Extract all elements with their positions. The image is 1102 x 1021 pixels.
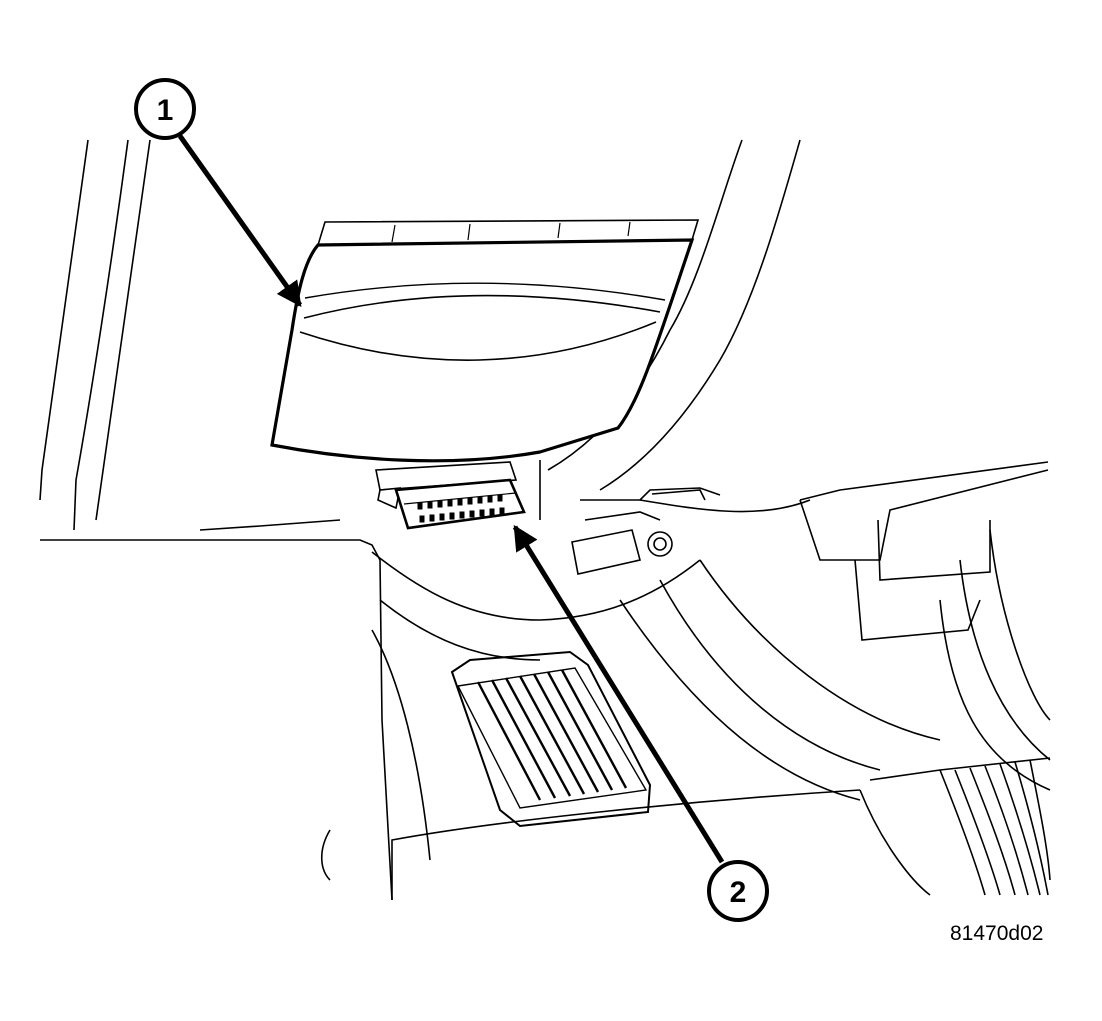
callout-2-circle: [707, 860, 769, 922]
pedal-grooves: [476, 669, 628, 801]
callout-1-leader: [177, 134, 303, 308]
diagnostic-connector: [375, 461, 526, 530]
connector-pins: [417, 494, 505, 523]
floor-console: [371, 461, 1051, 900]
diagnostic-cover: [270, 219, 700, 463]
callout-1-circle: [134, 78, 196, 140]
callout-1-number: 1: [157, 94, 174, 127]
retaining-clip: [571, 489, 706, 575]
callout-leaders: [177, 134, 725, 864]
callout-2-leader: [512, 524, 725, 864]
callout-1: 1: [134, 78, 196, 140]
ribbed-boot: [859, 757, 1051, 896]
left-trim-panel: [39, 139, 393, 901]
accelerator-pedal: [450, 650, 652, 828]
callout-2-number: 2: [730, 876, 747, 909]
callout-2: 2: [707, 860, 769, 922]
figure-id: 81470d02: [950, 922, 1044, 945]
